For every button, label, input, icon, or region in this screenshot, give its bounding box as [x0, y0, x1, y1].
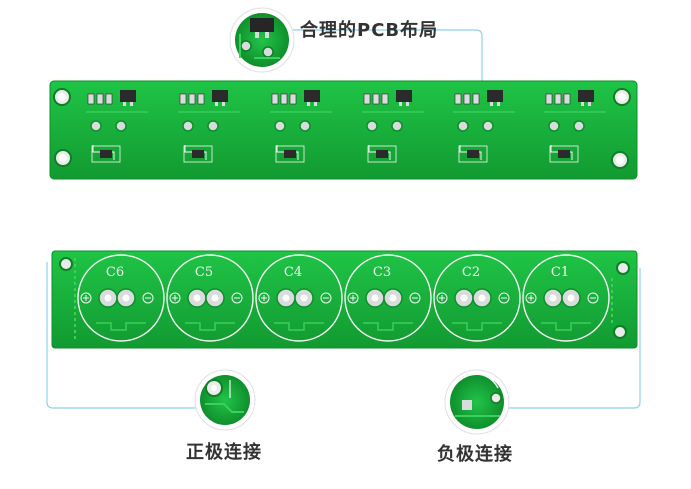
transistor — [487, 90, 503, 102]
capacitor-footprint: C5 — [166, 254, 254, 342]
capacitor-label: C6 — [106, 265, 124, 280]
capacitor-label: C2 — [462, 265, 480, 280]
mount-hole — [616, 261, 630, 275]
capacitor-label: C1 — [551, 265, 569, 280]
callout-line-top — [290, 29, 483, 100]
capacitor-footprint: C3 — [344, 254, 432, 342]
bottom-pcb-board: C6 C5 C4 C3 C2 C1 — [51, 250, 638, 349]
mount-hole — [59, 257, 73, 271]
driver-module — [270, 90, 332, 163]
capacitor-label: C4 — [284, 265, 302, 280]
callout-label-negative: 负极连接 — [437, 444, 513, 465]
callout-lines — [46, 29, 641, 409]
zoom-transistor — [250, 18, 274, 32]
transistor — [578, 90, 594, 102]
zoom-circle-positive — [194, 369, 256, 431]
callout-line-right — [500, 268, 641, 409]
driver-module — [178, 90, 240, 163]
capacitor-footprint: C4 — [255, 254, 343, 342]
zoom-circle-negative — [444, 369, 510, 435]
zoom-circle-top — [229, 7, 295, 73]
callout-label-positive: 正极连接 — [186, 442, 262, 463]
top-pcb-board — [49, 80, 638, 180]
driver-module — [86, 90, 148, 163]
capacitor-label: C3 — [373, 265, 391, 280]
driver-module — [362, 90, 424, 163]
driver-module — [453, 90, 515, 163]
transistor — [396, 90, 412, 102]
capacitor-footprint: C2 — [433, 254, 521, 342]
driver-module — [544, 90, 606, 163]
capacitor-label: C5 — [195, 265, 213, 280]
transistor — [212, 90, 228, 102]
mount-hole — [613, 325, 627, 339]
callout-line-left — [46, 262, 200, 409]
callout-label-pcb-layout: 合理的PCB布局 — [300, 20, 439, 41]
capacitor-footprint: C1 — [522, 254, 610, 342]
capacitor-footprint: C6 — [77, 254, 165, 342]
transistor — [304, 90, 320, 102]
transistor — [120, 90, 136, 102]
